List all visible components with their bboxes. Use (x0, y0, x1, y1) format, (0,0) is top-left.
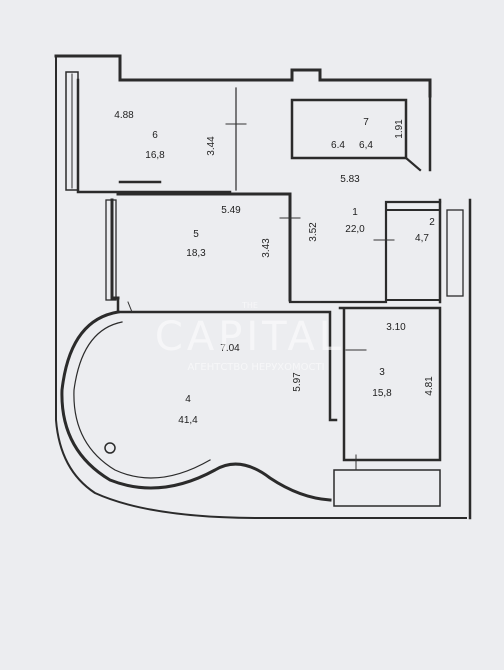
bay-window-inner (73, 321, 211, 479)
room-4-dim2: 5.97 (292, 372, 303, 392)
room-2-number: 2 (429, 217, 435, 228)
room-7-dim1: 6.4 (331, 140, 345, 151)
wall-room-6 (76, 78, 232, 194)
dimension-ticks (127, 123, 395, 471)
column (104, 442, 116, 454)
wall-room-7 (290, 98, 408, 160)
outer-wall-right (428, 94, 472, 520)
room-5-area: 18,3 (186, 248, 206, 259)
walls (54, 54, 472, 520)
wall-room-1 (288, 156, 442, 304)
room-3-number: 3 (379, 367, 385, 378)
wall-room-4 (116, 298, 338, 422)
room-1-dim2: 3.52 (308, 222, 319, 242)
watermark-brand: CAPITAL (155, 314, 345, 360)
room-labels: 4.88 6 16,8 3.44 7 6.4 6,4 1.91 5.49 5 1… (114, 110, 435, 426)
room-7-number: 7 (363, 117, 369, 128)
room-6-number: 6 (152, 130, 158, 141)
room-1-dim1: 5.83 (340, 174, 360, 185)
bay-window (60, 310, 332, 502)
room-5-dim2: 3.43 (261, 238, 272, 258)
watermark-tagline: АГЕНТСТВО НЕРУХОМОСТІ (187, 362, 324, 373)
room-1-number: 1 (352, 207, 358, 218)
balcony-3 (333, 469, 441, 507)
outer-wall-left (55, 55, 467, 519)
room-3-dim2: 4.81 (424, 376, 435, 396)
wall-room-3 (338, 306, 442, 462)
room-7-dim2: 1.91 (394, 119, 405, 139)
room-2-area: 4,7 (415, 233, 429, 244)
room-4-dim1: 7.04 (220, 343, 240, 354)
room-6-dim2: 3.44 (206, 136, 217, 156)
room-3-dim1: 3.10 (386, 322, 406, 333)
room-7-area: 6,4 (359, 140, 373, 151)
room-5-dim1: 5.49 (221, 205, 241, 216)
room-6-area: 16,8 (145, 150, 165, 161)
room-1-area: 22,0 (345, 224, 365, 235)
balcony-5 (105, 199, 117, 301)
room-5-number: 5 (193, 229, 199, 240)
room-3-area: 15,8 (372, 388, 392, 399)
outer-wall-top (54, 54, 432, 98)
room-6-dim1: 4.88 (114, 110, 134, 121)
wall-room-2 (385, 209, 441, 301)
bath (446, 209, 464, 297)
watermark: THE CAPITAL АГЕНТСТВО НЕРУХОМОСТІ (155, 301, 345, 373)
watermark-small: THE (241, 301, 258, 310)
room-4-number: 4 (185, 394, 191, 405)
room-4-area: 41,4 (178, 415, 198, 426)
